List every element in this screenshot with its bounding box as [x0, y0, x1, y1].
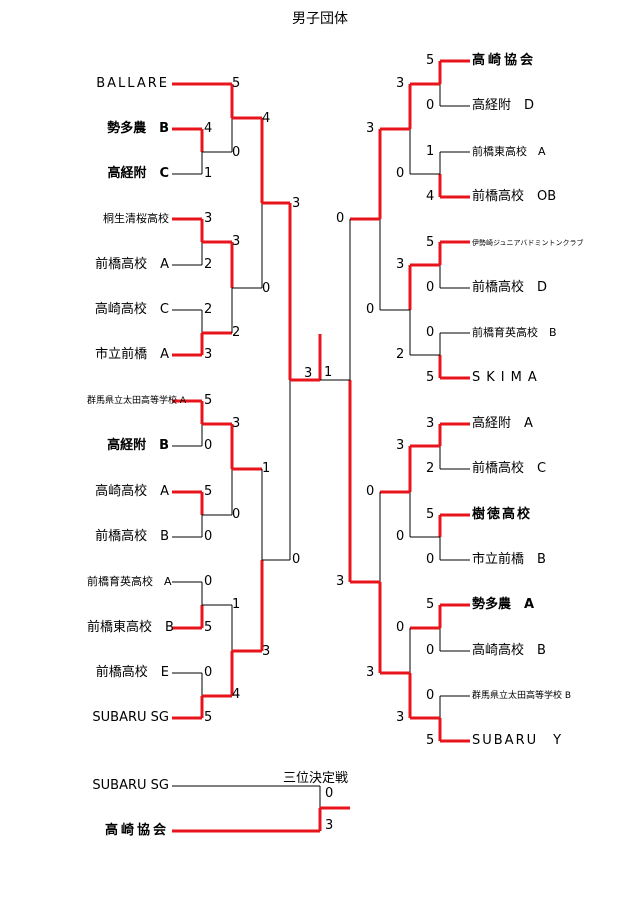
score-l1-4: 1: [204, 166, 213, 181]
third-place-title: 三位決定戦: [283, 771, 349, 786]
team-left-4: 桐生清桜高校: [103, 212, 169, 225]
score-third-1: 0: [325, 786, 334, 801]
team-right-1: 高崎協会: [472, 53, 537, 68]
team-left-2: 勢多農 B: [107, 121, 169, 136]
score-r3-2: 0: [366, 302, 375, 317]
team-left-9: 高経附 B: [107, 438, 169, 453]
score-l3-1: 3: [292, 196, 301, 211]
team-left-14: 前橋高校 E: [95, 665, 169, 680]
team-right-7: 前橋育英高校 B: [472, 326, 557, 339]
score-l3-2: 1: [232, 597, 241, 612]
team-left-13: 前橋東高校 B: [87, 620, 174, 635]
score-r2-7: 0: [396, 620, 405, 635]
score-r3-1: 3: [366, 121, 375, 136]
score-r1-6: 0: [426, 280, 435, 295]
score-l2-3: 3: [232, 234, 241, 249]
score-l1-16: 5: [204, 710, 213, 725]
score-l1-6: 2: [204, 257, 213, 272]
score-r2-1: 3: [396, 76, 405, 91]
score-r1-5: 5: [426, 235, 435, 250]
score-l2-7: 0: [232, 507, 241, 522]
team-right-11: 樹徳高校: [472, 507, 533, 522]
score-r1-7: 0: [426, 325, 435, 340]
score-l1-14: 5: [204, 620, 213, 635]
team-right-16: SUBARU Y: [472, 733, 564, 748]
team-right-3: 前橋東高校 A: [472, 145, 546, 158]
score-l2-6: 1: [262, 461, 271, 476]
team-right-5: 伊勢崎ジュニアバドミントンクラブ: [472, 239, 584, 247]
team-right-13: 勢多農 A: [472, 597, 535, 612]
score-l2-5: 3: [232, 416, 241, 431]
team-right-8: SKIMA: [472, 370, 543, 385]
score-l1-9: 5: [204, 393, 213, 408]
team-left-15: SUBARU SG: [92, 710, 169, 725]
score-r1-15: 0: [426, 688, 435, 703]
score-r1-13: 5: [426, 597, 435, 612]
score-l1-13: 0: [204, 574, 213, 589]
score-r2-6: 0: [396, 529, 405, 544]
team-left-1: BALLARE: [96, 76, 169, 91]
score-r1-2: 0: [426, 98, 435, 113]
team-left-8: 群馬県立太田高等学校 A: [87, 396, 187, 406]
score-r2-3: 3: [396, 257, 405, 272]
team-left-12: 前橋育英高校 A: [87, 575, 172, 588]
score-r2-5: 3: [396, 438, 405, 453]
score-r1-4: 4: [426, 189, 435, 204]
team-left-6: 高崎高校 C: [94, 302, 169, 317]
score-l2-2: 0: [262, 281, 271, 296]
score-r2-2: 0: [396, 166, 405, 181]
score-l3-3: 0: [292, 552, 301, 567]
page-title: 男子団体: [292, 11, 348, 27]
team-right-15: 群馬県立太田高等学校 B: [472, 691, 572, 701]
team-left-10: 高崎高校 A: [95, 484, 169, 499]
team-left-7: 市立前橋 A: [95, 347, 169, 362]
third-place-team-1: SUBARU SG: [92, 778, 169, 793]
score-l1-5: 3: [204, 211, 213, 226]
score-l1-8: 3: [204, 347, 213, 362]
score-r1-12: 0: [426, 552, 435, 567]
score-l1-15: 0: [204, 665, 213, 680]
score-l1-1: 5: [232, 76, 241, 91]
team-right-6: 前橋高校 D: [472, 280, 548, 295]
team-right-12: 市立前橋 B: [472, 552, 546, 567]
score-l1-12: 0: [204, 529, 213, 544]
team-left-5: 前橋高校 A: [95, 257, 169, 272]
team-right-9: 高経附 A: [472, 416, 533, 431]
team-right-10: 前橋高校 C: [472, 461, 547, 476]
score-r5-1: 1: [324, 365, 333, 380]
score-l2-9: 4: [232, 687, 241, 702]
score-l1-2: 4: [204, 121, 213, 136]
score-l1-11: 5: [204, 484, 213, 499]
score-r3-4: 3: [366, 665, 375, 680]
score-r3-3: 0: [366, 484, 375, 499]
score-r2-4: 2: [396, 347, 405, 362]
score-l1-7: 2: [204, 302, 213, 317]
score-l4-1: 3: [304, 366, 313, 381]
score-l2-1: 4: [262, 111, 271, 126]
score-r2-8: 3: [396, 710, 405, 725]
third-place-team-2: 高崎協会: [104, 823, 169, 838]
score-r1-11: 5: [426, 507, 435, 522]
score-r4-2: 3: [336, 574, 345, 589]
score-r1-3: 1: [426, 144, 435, 159]
score-r1-1: 5: [426, 53, 435, 68]
score-r1-14: 0: [426, 643, 435, 658]
score-l1-10: 0: [204, 438, 213, 453]
score-r1-9: 3: [426, 416, 435, 431]
score-r1-8: 5: [426, 370, 435, 385]
score-r1-16: 5: [426, 733, 435, 748]
score-r4-1: 0: [336, 211, 345, 226]
score-third-2: 3: [325, 818, 334, 833]
team-right-14: 高崎高校 B: [472, 643, 546, 658]
team-right-2: 高経附 D: [472, 98, 535, 113]
team-left-3: 高経附 C: [107, 166, 169, 181]
team-right-4: 前橋高校 OB: [472, 189, 557, 204]
score-l2-4: 2: [232, 325, 241, 340]
team-left-11: 前橋高校 B: [95, 529, 169, 544]
score-r1-10: 2: [426, 461, 435, 476]
score-l1-3: 0: [232, 145, 241, 160]
score-l2-8: 3: [262, 644, 271, 659]
